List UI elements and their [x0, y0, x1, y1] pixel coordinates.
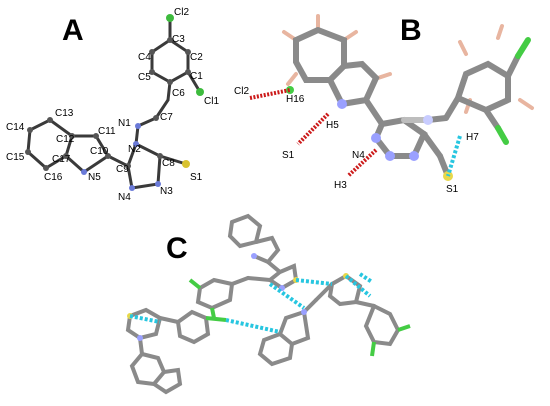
label-c15: C15 — [6, 152, 25, 163]
label-cl2: Cl2 — [174, 7, 189, 18]
label-c7: C7 — [160, 112, 173, 123]
panel-b-dichlorophenyl-ring — [425, 37, 531, 145]
panel-c-letter: C — [166, 232, 188, 265]
label-n3: N3 — [160, 186, 173, 197]
label-b-h5: H5 — [326, 120, 339, 131]
label-c12: C12 — [56, 134, 75, 145]
label-b-s1-right: S1 — [446, 184, 459, 195]
panel-b-indole-ring — [293, 27, 380, 108]
label-c3: C3 — [172, 34, 185, 45]
label-c5: C5 — [138, 72, 151, 83]
panel-c-molecule-3 — [125, 307, 227, 395]
label-n2: N2 — [128, 144, 141, 155]
label-c16: C16 — [44, 172, 63, 183]
label-n4: N4 — [118, 192, 131, 203]
label-n1: N1 — [118, 118, 131, 129]
label-c17: C17 — [52, 154, 71, 165]
panel-b-letter: B — [400, 14, 422, 47]
label-c9: C9 — [116, 164, 129, 175]
label-c11: C11 — [98, 126, 116, 137]
panel-a-triazole-ring — [106, 142, 188, 190]
label-c1: C1 — [190, 71, 203, 82]
panel-b: B — [234, 14, 534, 195]
panel-c-hydrogen-bonds — [129, 272, 374, 334]
label-n5: N5 — [88, 172, 101, 183]
label-c10: C10 — [90, 146, 109, 157]
label-b-h7: H7 — [466, 132, 479, 143]
panel-a-letter: A — [62, 14, 84, 47]
panel-b-atom-labels: Cl2 H16 H5 H7 N4 S1 H3 S1 — [234, 86, 479, 195]
label-cl1: Cl1 — [204, 96, 219, 107]
label-b-n4: N4 — [352, 150, 365, 161]
label-b-s1-left: S1 — [282, 150, 295, 161]
panel-b-hydrogen-bonds — [249, 88, 462, 178]
panel-a-atom-labels: Cl2 C3 C2 C4 C1 C5 C6 Cl1 N1 C7 C13 C11 … — [6, 7, 219, 203]
panel-a: A — [6, 7, 219, 203]
label-c6: C6 — [172, 88, 185, 99]
label-s1: S1 — [190, 172, 203, 183]
label-b-h3: H3 — [334, 180, 347, 191]
panel-c: C — [125, 213, 411, 395]
label-b-cl2: Cl2 — [234, 86, 249, 97]
label-c8: C8 — [162, 158, 175, 169]
label-c13: C13 — [55, 108, 74, 119]
panel-a-atoms — [25, 14, 204, 191]
panel-a-indole-ring — [26, 118, 110, 174]
label-c14: C14 — [6, 122, 25, 133]
label-c4: C4 — [138, 52, 151, 63]
panel-c-molecule-1 — [188, 213, 299, 319]
label-b-h16: H16 — [286, 94, 305, 105]
label-c2: C2 — [190, 52, 203, 63]
